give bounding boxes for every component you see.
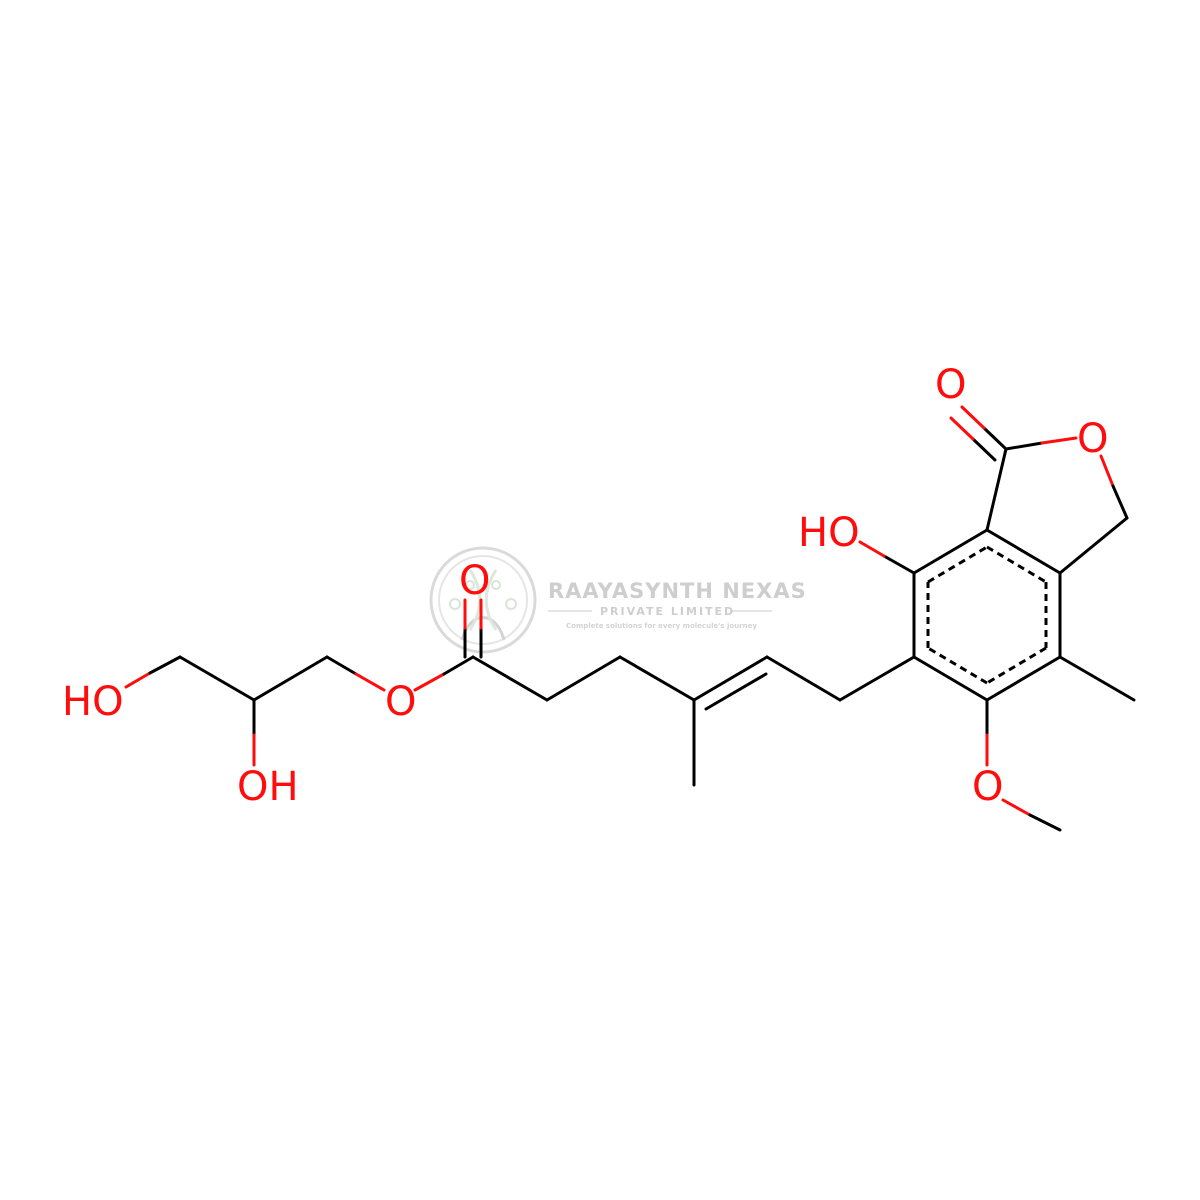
watermark-logo-icon bbox=[429, 546, 537, 654]
atom-o-ester: O bbox=[385, 679, 416, 725]
bond-alkene-2 bbox=[704, 672, 768, 711]
bond-ho-ch2 bbox=[124, 671, 152, 689]
atom-o-methoxy: O bbox=[972, 764, 1003, 810]
watermark-tagline: Complete solutions for every molecule's … bbox=[566, 622, 757, 630]
atom-o-carbonyl-top: O bbox=[935, 362, 966, 408]
atom-o-hydroxy-phenol: HO bbox=[798, 510, 860, 556]
aromatic-6 bbox=[927, 646, 988, 685]
bond-o-carbonyl-o bbox=[413, 672, 446, 692]
bond-alkene-1 bbox=[692, 655, 769, 702]
bond-lactone-co-2-c bbox=[971, 437, 997, 462]
bond-lactone-2-o bbox=[1040, 436, 1078, 445]
aromatic-2 bbox=[927, 545, 988, 584]
bond-lactone-3-o bbox=[1099, 454, 1115, 488]
bond-lactone-2-c bbox=[1004, 441, 1044, 451]
bond-o-carbonyl-c bbox=[442, 655, 475, 676]
bond-ring-5 bbox=[985, 655, 1062, 702]
atom-o-ester-carbonyl: O bbox=[459, 558, 490, 604]
bond-ch2-left bbox=[148, 655, 182, 675]
watermark: RAAYASYNTH NEXAS PRIVATE LIMITED Complet… bbox=[429, 546, 807, 654]
watermark-company: RAAYASYNTH NEXAS bbox=[548, 579, 807, 603]
bond-methoxy-ch3-o bbox=[1001, 798, 1032, 817]
bond-lactone-co-1-c bbox=[982, 426, 1008, 451]
atom-o-hydroxy-secondary: OH bbox=[237, 764, 299, 810]
aromatic-5 bbox=[986, 646, 1047, 685]
bond-chain-1 bbox=[471, 655, 549, 702]
atom-o-hydroxy-terminal: HO bbox=[62, 679, 124, 725]
bond-ch2-ch bbox=[178, 655, 256, 702]
bonds bbox=[124, 405, 1136, 832]
bond-lactone-co-1-o bbox=[960, 405, 986, 430]
bond-ring-6 bbox=[912, 655, 989, 702]
bond-chain-3 bbox=[618, 655, 696, 702]
bond-chain-2 bbox=[545, 655, 622, 702]
bond-ch2-o-o bbox=[354, 672, 386, 692]
bond-lactone-3-c bbox=[1111, 484, 1129, 520]
aromatic-3 bbox=[986, 545, 1047, 584]
bond-lactone-4 bbox=[1058, 516, 1129, 575]
bond-ring-3 bbox=[985, 528, 1062, 575]
atom-labels: O O HO O O HO OH O bbox=[62, 362, 1108, 810]
bond-lactone-1 bbox=[985, 447, 1008, 532]
atom-o-ring: O bbox=[1077, 416, 1108, 462]
bond-chain-5 bbox=[838, 655, 916, 702]
watermark-subtitle: PRIVATE LIMITED bbox=[600, 605, 735, 618]
bond-aryl-methyl bbox=[1058, 655, 1136, 702]
bond-ch-ch2 bbox=[252, 655, 329, 702]
bond-ring-2 bbox=[912, 528, 989, 575]
bond-phenol-o bbox=[858, 540, 886, 558]
bond-lactone-co-2-o bbox=[949, 416, 975, 441]
bond-methoxy-ch3-c bbox=[1028, 813, 1062, 832]
bond-chain-4 bbox=[765, 655, 842, 702]
bond-phenol-c bbox=[882, 554, 916, 575]
bond-ch2-o-c bbox=[325, 655, 358, 676]
